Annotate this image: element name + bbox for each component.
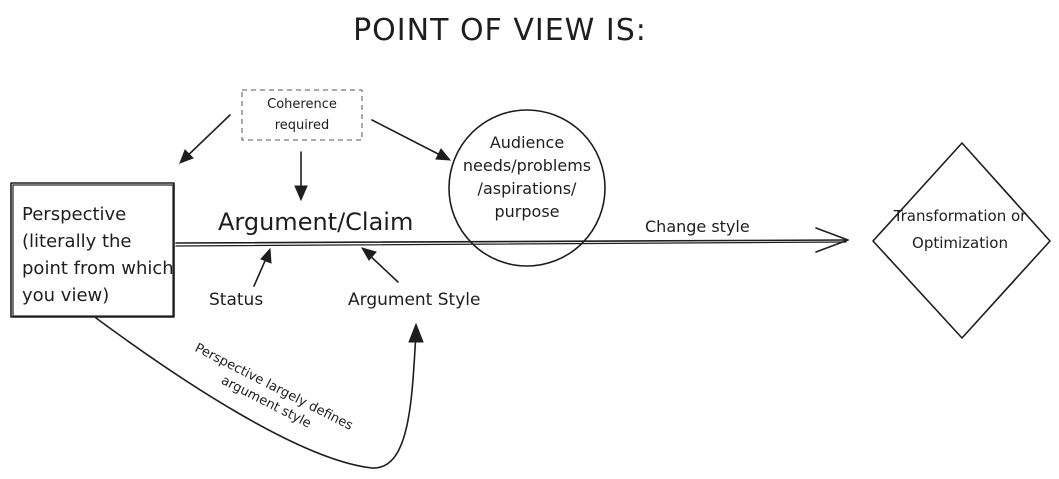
audience-circle [448, 109, 606, 267]
change-style-edge-label: Change style [645, 217, 750, 236]
coherence-down-arrow [294, 151, 308, 202]
status-label: Status [209, 290, 264, 310]
argument-style-label: Argument Style [348, 290, 481, 310]
perspective-box [10, 182, 175, 318]
status-arrow [253, 247, 272, 287]
argument-style-arrow [360, 247, 399, 283]
transformation-node-label: Transformation or Optimization [893, 207, 1027, 252]
claim-node-label: Argument/Claim [218, 208, 414, 236]
coherence-node-label: Coherence required [267, 97, 337, 133]
audience-node-label: Audience needs/problems /aspirations/ pu… [462, 133, 592, 221]
coherence-right-arrow [371, 119, 452, 161]
perspective-node-label: Perspective (literally the point from wh… [22, 204, 174, 306]
diagram-title: POINT OF VIEW IS: [353, 13, 647, 48]
main-arrow [175, 227, 849, 253]
defines-curve-arrow [95, 317, 424, 469]
coherence-box [241, 89, 363, 141]
transformation-diamond [872, 142, 1051, 339]
coherence-left-arrow [179, 114, 231, 164]
